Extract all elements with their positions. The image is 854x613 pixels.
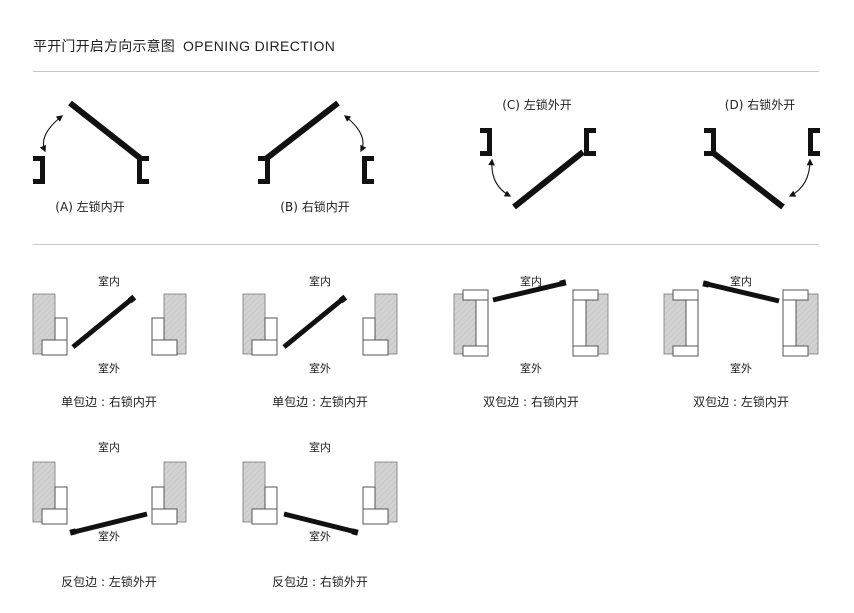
indoor-label: 室内 xyxy=(98,274,120,288)
panel-reverse-trim-left-outward: 室内 室外 反包边 : 左锁外开 xyxy=(32,440,187,589)
door-handle xyxy=(69,528,77,536)
jamb-right xyxy=(362,156,374,184)
middle-divider xyxy=(33,244,819,245)
frame-right xyxy=(151,486,165,510)
swing-arrow xyxy=(39,115,64,153)
caption-b: (B) 右锁内开 xyxy=(280,199,349,214)
indoor-label: 室内 xyxy=(309,274,331,288)
jamb-left xyxy=(480,128,492,156)
trim-right-top xyxy=(572,289,599,301)
door-leaf xyxy=(492,280,566,303)
swing-arrow xyxy=(488,158,512,197)
trim-left-top xyxy=(672,289,699,301)
page-title: 平开门开启方向示意图 OPENING DIRECTION xyxy=(33,36,335,56)
frame-right xyxy=(362,317,376,341)
caption-c: (C) 左锁外开 xyxy=(502,97,572,112)
trim-left xyxy=(251,339,278,356)
outdoor-label: 室外 xyxy=(309,529,331,543)
door-handle xyxy=(127,294,137,304)
indoor-label: 室内 xyxy=(309,440,331,454)
door-leaf xyxy=(283,511,357,535)
jamb-left xyxy=(704,128,716,156)
jamb-right xyxy=(808,128,820,156)
jamb-right xyxy=(584,128,596,156)
frame-right xyxy=(151,317,165,341)
trim-right-bottom xyxy=(782,345,809,357)
indoor-label: 室内 xyxy=(98,440,120,454)
frame-right xyxy=(362,486,376,510)
caption-d: (D) 右锁外开 xyxy=(725,97,795,112)
panel-caption: 单包边 : 右锁内开 xyxy=(61,394,157,409)
frame-left xyxy=(54,317,68,341)
frame-right xyxy=(572,299,587,347)
frame-left xyxy=(475,299,489,347)
panel-double-trim-right-inward: 室内 室外 双包边 : 右锁内开 xyxy=(453,274,609,409)
door-handle xyxy=(702,280,710,288)
trim-left-top xyxy=(462,289,489,301)
door-leaf xyxy=(265,100,340,161)
wall-right xyxy=(585,293,609,355)
panel-caption: 双包边 : 左锁内开 xyxy=(693,394,789,409)
wall-right xyxy=(795,293,819,355)
door-handle xyxy=(351,528,359,536)
outdoor-label: 室外 xyxy=(730,361,752,375)
outdoor-label: 室外 xyxy=(98,529,120,543)
wall-left xyxy=(453,293,477,355)
door-leaf xyxy=(512,149,585,210)
door-leaf xyxy=(73,511,148,535)
door-leaf xyxy=(710,149,785,210)
outdoor-label: 室外 xyxy=(309,361,331,375)
trim-left-bottom xyxy=(462,345,489,357)
swing-arrow xyxy=(343,115,367,153)
panel-d-right-lock-outward: (D) 右锁外开 xyxy=(704,97,820,210)
jamb-left xyxy=(33,156,45,184)
title-chinese: 平开门开启方向示意图 xyxy=(33,39,175,55)
door-leaf xyxy=(282,296,346,349)
trim-right xyxy=(151,508,178,525)
jamb-right xyxy=(137,156,149,184)
frame-left xyxy=(264,486,278,510)
indoor-label: 室内 xyxy=(520,274,542,288)
door-leaf xyxy=(68,100,142,161)
panel-double-trim-left-inward: 室内 室外 双包边 : 左锁内开 xyxy=(663,274,819,409)
panel-caption: 反包边 : 右锁外开 xyxy=(272,574,368,589)
trim-left xyxy=(41,339,68,356)
trim-right-top xyxy=(782,289,809,301)
panel-single-trim-left-inward: 室内 室外 单包边 : 左锁内开 xyxy=(242,274,398,409)
trim-left xyxy=(251,508,278,525)
indoor-label: 室内 xyxy=(730,274,752,288)
panel-reverse-trim-right-outward: 室内 室外 反包边 : 右锁外开 xyxy=(242,440,398,589)
trim-left xyxy=(41,508,68,525)
frame-left xyxy=(54,486,68,510)
title-english: OPENING DIRECTION xyxy=(183,38,336,54)
door-handle xyxy=(559,279,567,287)
panel-caption: 反包边 : 左锁外开 xyxy=(61,574,157,589)
jamb-left xyxy=(258,156,270,184)
swing-arrow xyxy=(788,158,814,197)
outdoor-label: 室外 xyxy=(98,361,120,375)
door-handle xyxy=(338,294,348,304)
top-divider xyxy=(33,71,819,72)
trim-right-bottom xyxy=(572,345,599,357)
panel-caption: 单包边 : 左锁内开 xyxy=(272,394,368,409)
panel-c-left-lock-outward: (C) 左锁外开 xyxy=(480,97,596,210)
trim-left-bottom xyxy=(672,345,699,357)
frame-left xyxy=(264,317,278,341)
caption-a: (A) 左锁内开 xyxy=(55,199,124,214)
panel-single-trim-right-inward: 室内 室外 单包边 : 右锁内开 xyxy=(32,274,187,409)
trim-right xyxy=(362,508,389,525)
panel-b-right-lock-inward: (B) 右锁内开 xyxy=(258,100,374,214)
panel-caption: 双包边 : 右锁内开 xyxy=(483,394,579,409)
outdoor-label: 室外 xyxy=(520,361,542,375)
wall-left xyxy=(663,293,687,355)
trim-right xyxy=(151,339,178,356)
door-leaf xyxy=(71,296,135,349)
frame-right xyxy=(782,299,797,347)
door-leaf xyxy=(706,281,780,304)
trim-right xyxy=(362,339,389,356)
frame-left xyxy=(685,299,699,347)
panel-a-left-lock-inward: (A) 左锁内开 xyxy=(33,100,149,214)
